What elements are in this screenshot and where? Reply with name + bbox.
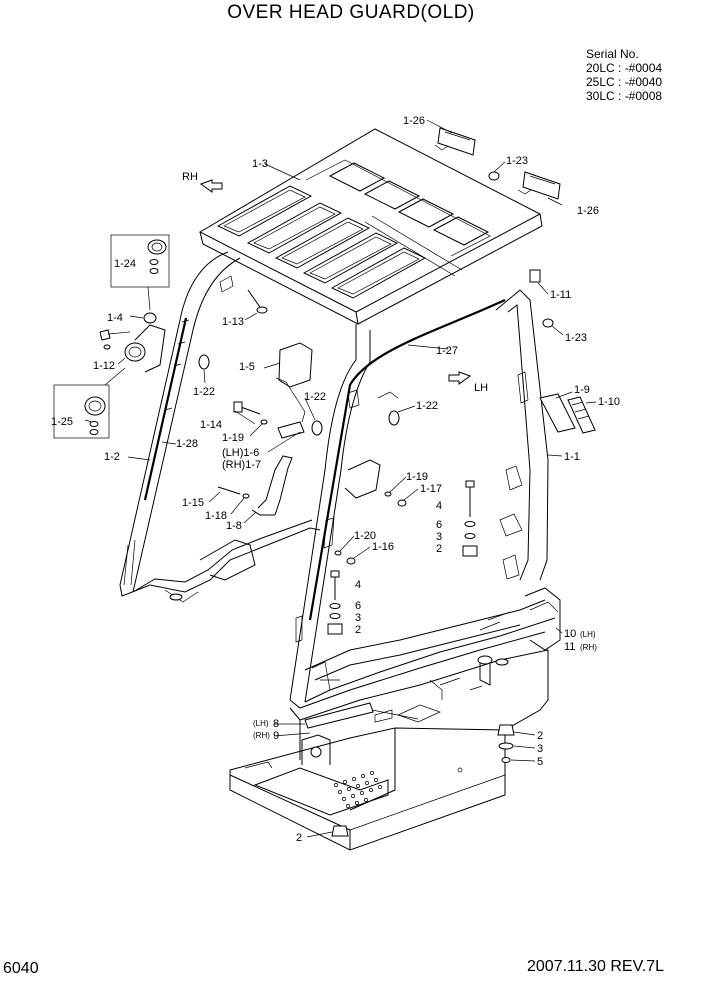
- right-rear-post: [495, 289, 549, 581]
- grommet-1-23-top: [488, 171, 500, 181]
- callout-1-19: 1-19: [406, 471, 428, 483]
- callout-10-side: (LH): [580, 630, 596, 639]
- callout-1-17: 1-17: [420, 483, 442, 495]
- left-rear-post: [119, 251, 321, 603]
- callout-11: 11: [564, 641, 575, 653]
- lamp-1-4: [143, 312, 157, 324]
- callout-1-3: 1-3: [252, 158, 268, 170]
- callout-8: 8: [273, 718, 279, 730]
- callout-1-10: 1-10: [598, 396, 620, 408]
- callout-1-22: 1-22: [416, 400, 438, 412]
- callout-1-26: 1-26: [403, 115, 425, 127]
- callout-6: 6: [355, 600, 361, 612]
- callout-1-22: 1-22: [193, 386, 215, 398]
- lamp-1-26-lower: [517, 171, 561, 200]
- callout-10: 10: [564, 628, 576, 640]
- callout-1-23: 1-23: [506, 155, 528, 167]
- serial-heading: Serial No.: [586, 47, 639, 61]
- callout-1-25: 1-25: [51, 416, 73, 428]
- callout-5: 5: [537, 756, 543, 768]
- callout-4: 4: [355, 579, 361, 591]
- serial-line: 20LC : -#0004: [586, 61, 663, 75]
- label-lh: LH: [474, 382, 488, 394]
- step-plate-holes: [334, 771, 382, 808]
- callout-2: 2: [436, 543, 442, 555]
- front-post: [289, 299, 506, 703]
- callout-1-26: 1-26: [577, 205, 599, 217]
- callout-3: 3: [436, 531, 442, 543]
- callout-1-2: 1-2: [104, 451, 120, 463]
- date-revision: 2007.11.30 REV.7L: [527, 958, 665, 975]
- rubber-mount-lower-left: [331, 825, 349, 837]
- pad-1-9: [539, 393, 576, 433]
- callout-1-5: 1-5: [239, 361, 255, 373]
- serial-line: 30LC : -#0008: [586, 89, 663, 103]
- serial-number-block: Serial No. 20LC : -#0004 25LC : -#0040 3…: [586, 47, 662, 103]
- callout-1-11: 1-11: [550, 289, 571, 301]
- callout-1-12: 1-12: [93, 360, 115, 372]
- callout-1-22: 1-22: [304, 391, 326, 403]
- serial-line: 25LC : -#0040: [586, 75, 663, 89]
- page-number: 6040: [3, 960, 39, 977]
- grommet-1-22-left: [198, 354, 210, 370]
- callout-1-1: 1-1: [564, 451, 580, 463]
- callout-1-4: 1-4: [107, 312, 123, 324]
- grommet-1-23-side: [542, 318, 554, 328]
- callout-1-28: 1-28: [176, 438, 198, 450]
- callout-1-14: 1-14: [200, 419, 222, 431]
- lower-body: [229, 649, 549, 851]
- callout-6: 6: [436, 519, 442, 531]
- lamp-1-24-detail-box: [110, 234, 170, 288]
- callout-1-16: 1-16: [372, 541, 394, 553]
- callout-3: 3: [355, 612, 361, 624]
- callout-1-6: (LH)1-6: [222, 447, 259, 459]
- lamp-1-25-detail-box: [53, 384, 110, 439]
- callout-4: 4: [436, 500, 442, 512]
- bolt-stack-lower: [327, 570, 343, 635]
- grommet-1-22-mid: [311, 420, 323, 436]
- grommet-1-11: [529, 269, 541, 283]
- callout-1-15: 1-15: [182, 497, 204, 509]
- callout-1-18: 1-18: [205, 510, 227, 522]
- callout-2: 2: [355, 624, 361, 636]
- callout-1-27: 1-27: [436, 345, 458, 357]
- callout-9-side: (RH): [253, 731, 270, 740]
- wire-harness-left: [143, 317, 188, 501]
- callout-1-19: 1-19: [222, 432, 244, 444]
- callout-1-8: 1-8: [226, 520, 242, 532]
- roof-panel: [198, 128, 543, 325]
- grommet-1-22-right: [388, 410, 400, 426]
- callout-labels: 1-26 1-23 1-3 RH 1-26 1-24 1-11 1-4 1-13…: [51, 115, 620, 844]
- callout-2: 2: [537, 730, 543, 742]
- callout-2: 2: [296, 832, 302, 844]
- rubber-mount-lower-right: [497, 724, 515, 763]
- mirror-1-5: [278, 342, 313, 388]
- work-lamp-1-12: [124, 342, 146, 362]
- label-rh: RH: [182, 171, 198, 183]
- callout-8-side: (LH): [253, 719, 269, 728]
- floor-frame: [289, 587, 561, 709]
- callout-1-20: 1-20: [354, 530, 376, 542]
- page-title: OVER HEAD GUARD(OLD): [227, 2, 475, 23]
- leader-lines: [84, 119, 597, 838]
- callout-1-9: 1-9: [574, 384, 590, 396]
- callout-11-side: (RH): [580, 643, 597, 652]
- callout-1-24: 1-24: [114, 258, 136, 270]
- callout-9: 9: [273, 730, 279, 742]
- callout-1-13: 1-13: [222, 316, 244, 328]
- lh-direction-arrow: [448, 371, 472, 385]
- rh-direction-arrow: [199, 179, 223, 193]
- callout-1-23: 1-23: [565, 332, 587, 344]
- bolt-stack-upper: [462, 480, 478, 557]
- pad-1-10: [567, 396, 596, 434]
- callout-1-7: (RH)1-7: [222, 459, 261, 471]
- callout-3: 3: [537, 743, 543, 755]
- lamp-1-26-upper: [434, 127, 476, 156]
